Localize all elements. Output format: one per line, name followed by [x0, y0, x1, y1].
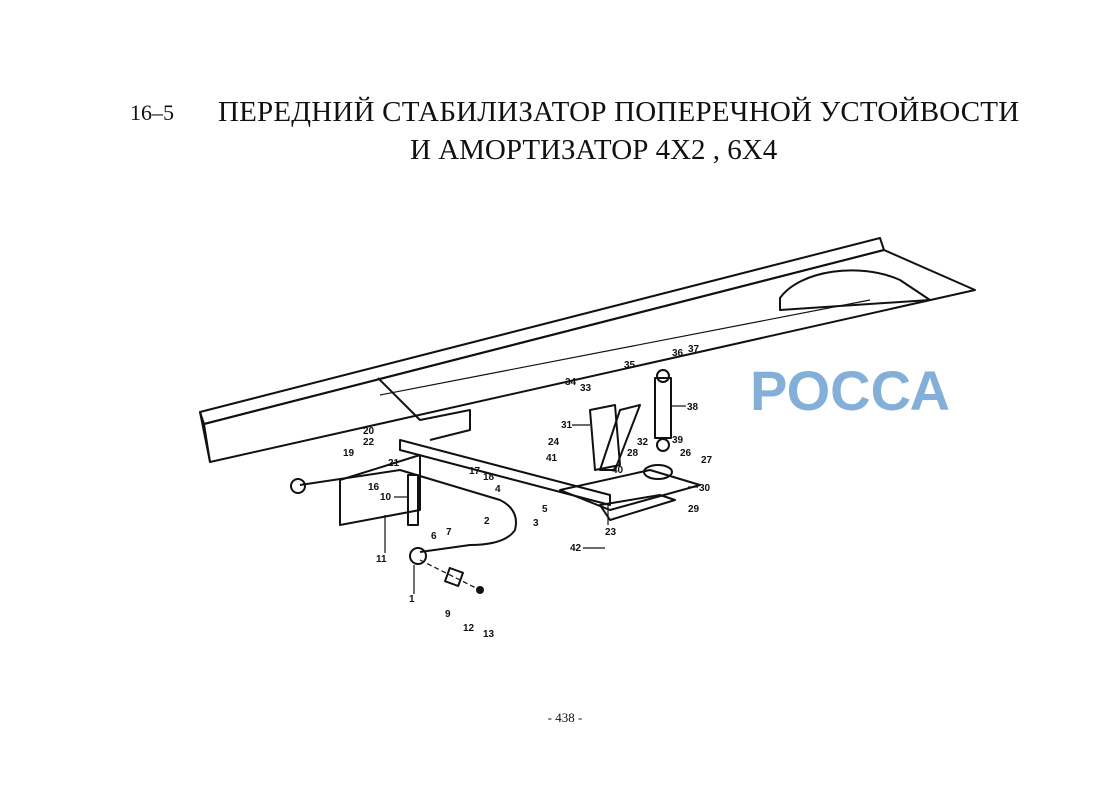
- callout-37: 37: [688, 344, 700, 355]
- callout-40: 40: [612, 465, 624, 476]
- shock-absorber: [589, 369, 673, 480]
- callout-31: 31: [561, 420, 573, 431]
- callout-30: 30: [699, 483, 711, 494]
- callout-22: 22: [363, 437, 375, 448]
- callout-29: 29: [688, 504, 700, 515]
- callout-16: 16: [368, 482, 380, 493]
- page-title: ПЕРЕДНИЙ СТАБИЛИЗАТОР ПОПЕРЕЧНОЙ УСТОЙВО…: [218, 96, 1020, 128]
- callout-41: 41: [546, 453, 558, 464]
- callout-6: 6: [431, 531, 437, 542]
- callout-21: 21: [388, 458, 400, 469]
- callout-18: 18: [483, 472, 495, 483]
- callout-13: 13: [483, 629, 495, 640]
- leader-lines: [384, 405, 698, 594]
- watermark-logo: РОССА: [750, 359, 950, 422]
- callout-20: 20: [363, 426, 375, 437]
- callout-11: 11: [376, 554, 387, 565]
- callout-19: 19: [343, 448, 355, 459]
- callout-9: 9: [445, 609, 451, 620]
- callout-32: 32: [637, 437, 649, 448]
- callout-24: 24: [548, 437, 560, 448]
- frame-rail: [199, 237, 976, 463]
- callout-17: 17: [469, 466, 481, 477]
- callout-27: 27: [701, 455, 713, 466]
- callout-2: 2: [484, 516, 490, 527]
- page-subtitle: И АМОРТИЗАТОР 4X2 , 6X4: [410, 134, 778, 166]
- section-number: 16–5: [130, 100, 174, 125]
- callout-36: 36: [672, 348, 684, 359]
- callout-33: 33: [580, 383, 592, 394]
- callout-4: 4: [495, 484, 501, 495]
- callout-39: 39: [672, 435, 684, 446]
- callout-35: 35: [624, 360, 636, 371]
- callout-26: 26: [680, 448, 692, 459]
- callout-28: 28: [627, 448, 639, 459]
- callouts: 1 2 3 4 5 6 7 9 10 11 12 13 16 17 18 19 …: [343, 344, 713, 640]
- callout-38: 38: [687, 402, 699, 413]
- callout-23: 23: [605, 527, 617, 538]
- callout-10: 10: [380, 492, 392, 503]
- callout-7: 7: [446, 527, 452, 538]
- callout-1: 1: [409, 594, 415, 605]
- callout-12: 12: [463, 623, 475, 634]
- callout-5: 5: [542, 504, 548, 515]
- stabilizer-bar: [290, 469, 517, 594]
- page-number: - 438 -: [547, 710, 583, 725]
- callout-42: 42: [570, 543, 582, 554]
- callout-34: 34: [565, 377, 577, 388]
- callout-3: 3: [533, 518, 539, 529]
- axle-assembly: [339, 377, 701, 526]
